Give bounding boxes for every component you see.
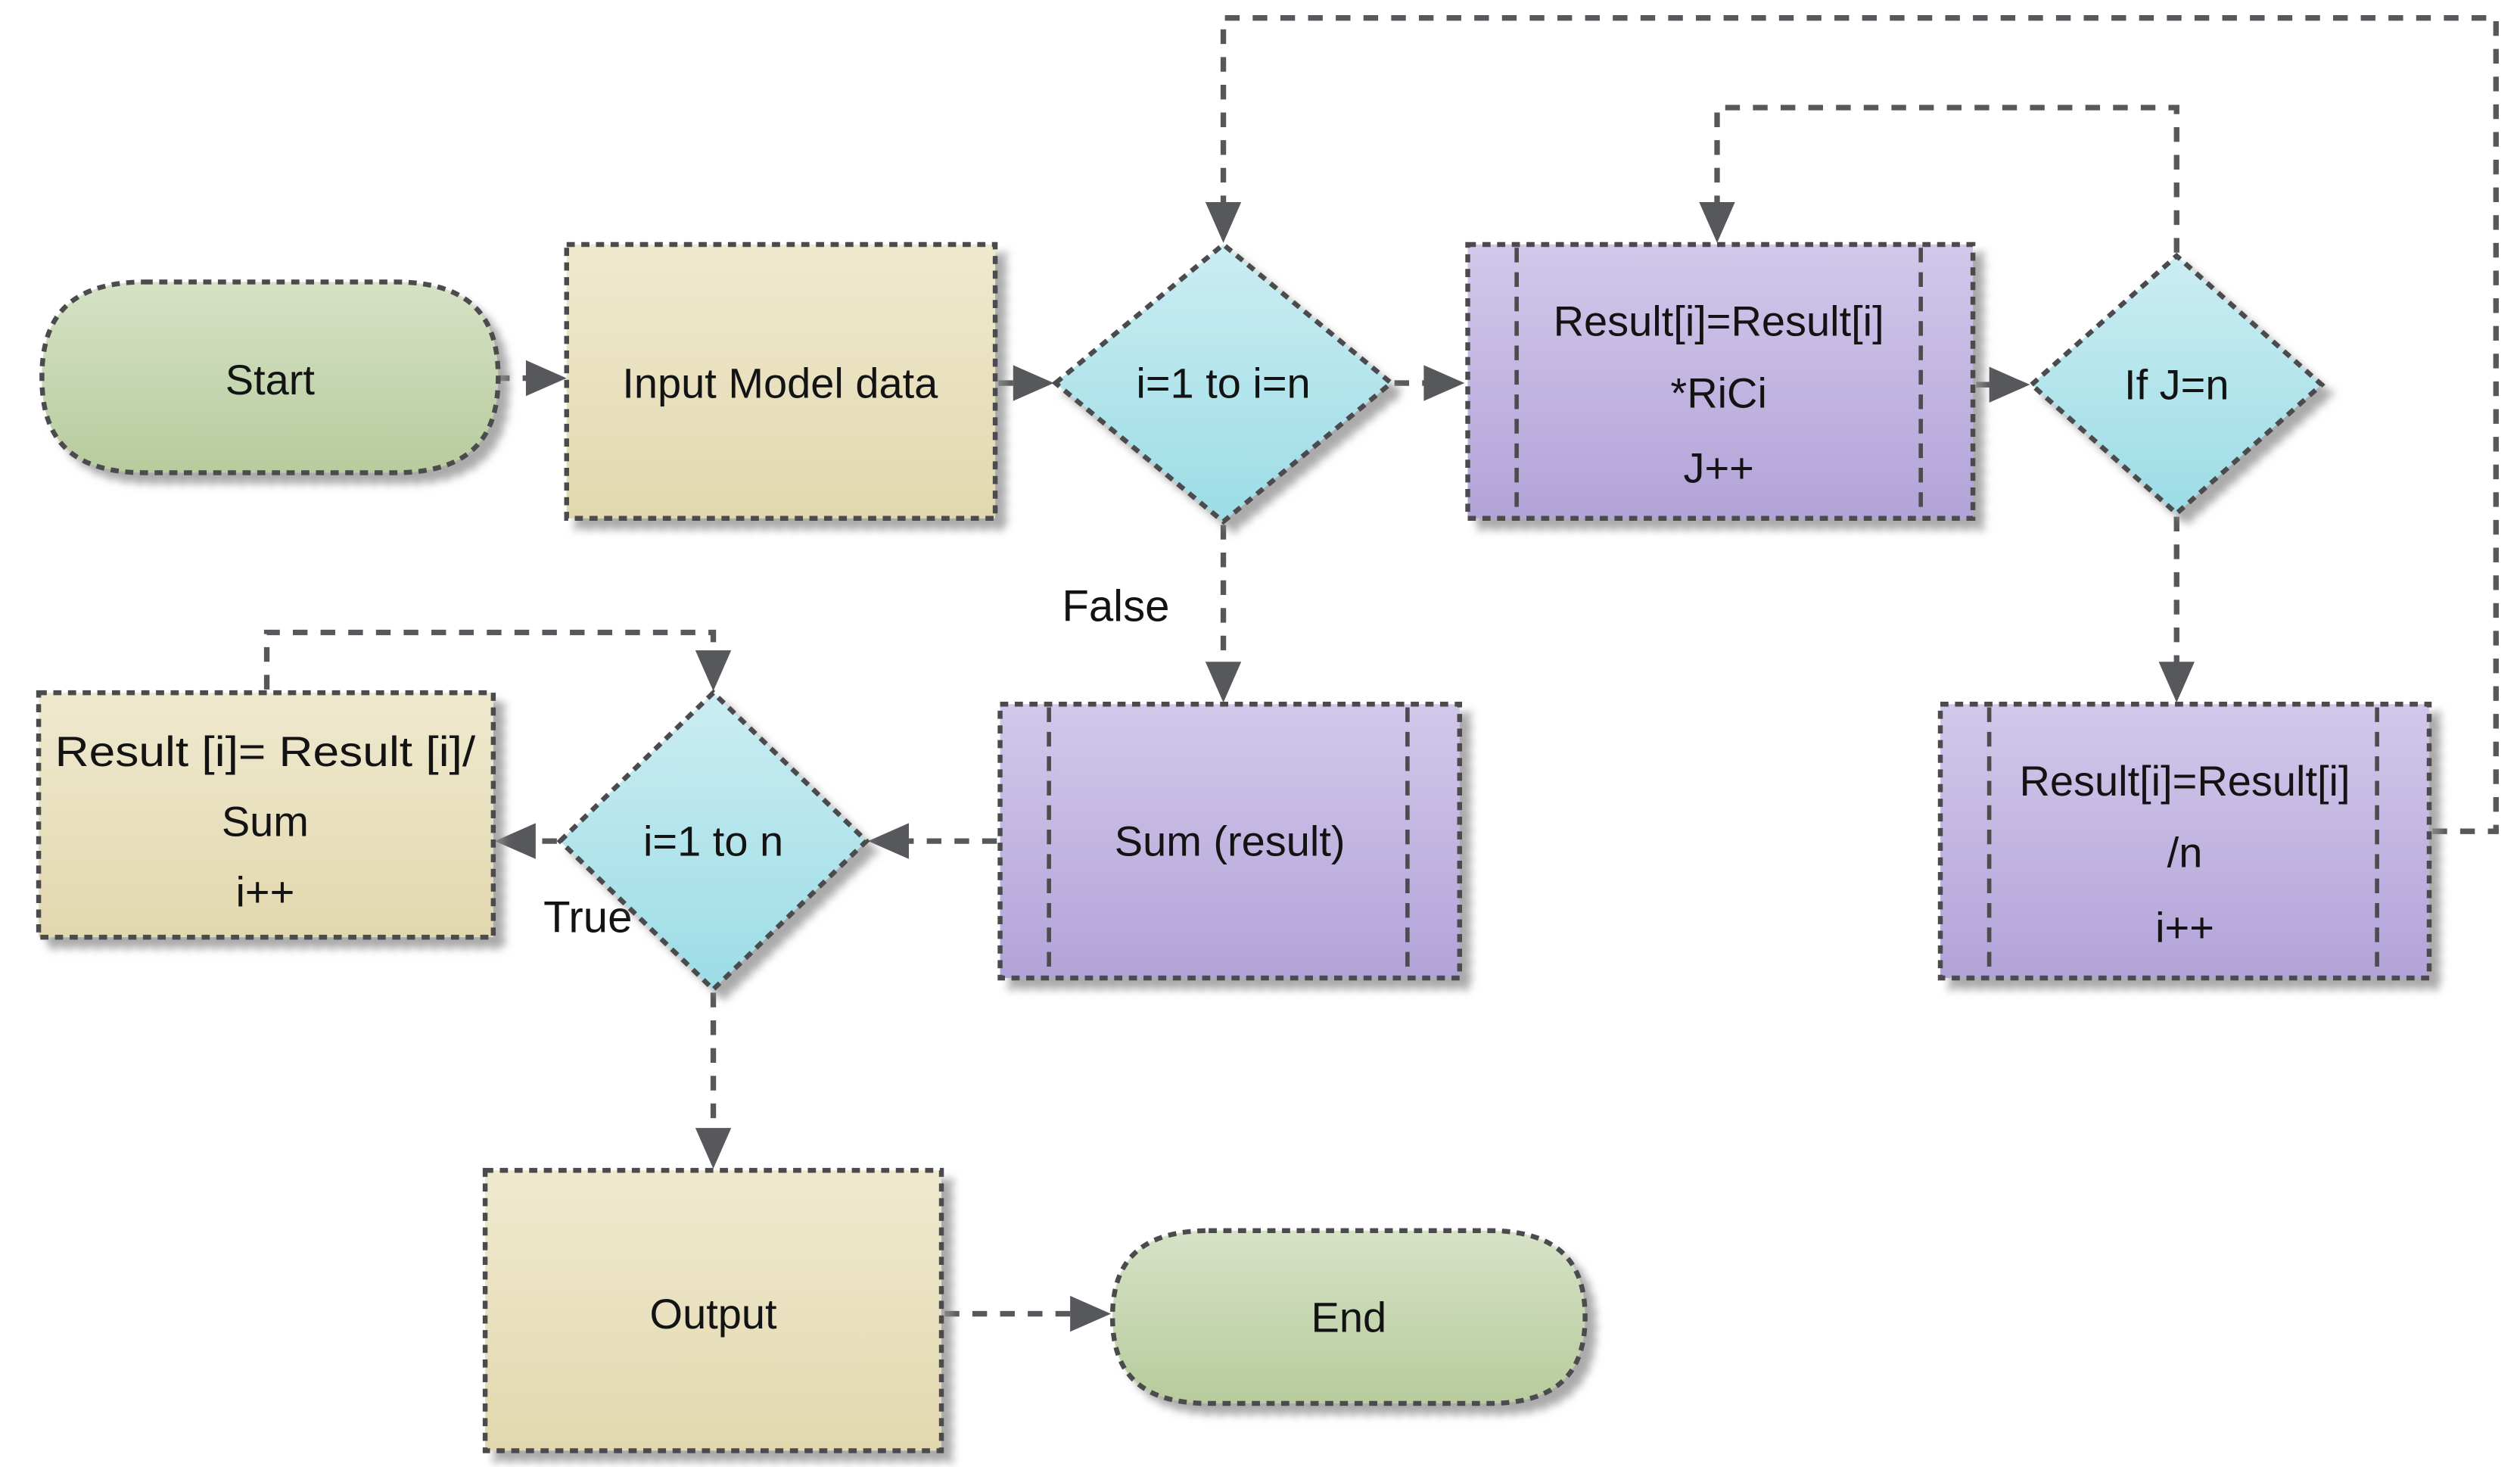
start-terminator-shape	[39, 279, 501, 475]
divide-by-n-line-2: /n	[2167, 829, 2203, 877]
input-box-shape	[564, 241, 998, 521]
divide-by-sum-process-box: Result [i]= Result [i]/ Sum i++	[36, 690, 496, 940]
i-loop2-decision: i=1 to n	[556, 689, 870, 993]
i-loop2-label: i=1 to n	[643, 818, 783, 865]
input-label: Input Model data	[622, 359, 938, 406]
multiply-line-2: *RiCi	[1670, 369, 1767, 416]
edge-checkj-loop-to-multiply	[1699, 104, 2179, 253]
output-box-shape	[482, 1167, 944, 1453]
false-branch-label: False	[1062, 581, 1169, 631]
sum-box-shape	[997, 702, 1463, 981]
output-process-box: Output	[482, 1167, 944, 1453]
divide-by-sum-line-2: Sum	[222, 798, 309, 846]
multiply-line-1: Result[i]=Result[i]	[1554, 297, 1884, 345]
output-label: Output	[650, 1290, 777, 1338]
start-terminator: Start	[39, 279, 501, 475]
divide-by-n-line-1: Result[i]=Result[i]	[2019, 757, 2350, 805]
divide-by-n-box-shape	[1937, 702, 2432, 981]
i-loop-label: i=1 to i=n	[1136, 359, 1310, 406]
divide-by-n-line-3: i++	[2155, 904, 2214, 952]
edge-dividen-loop-to-iloop	[1205, 15, 2499, 834]
divide-by-n-predefined-box: Result[i]=Result[i] /n i++	[1937, 702, 2432, 981]
i-loop2-diamond-shape	[556, 689, 870, 993]
input-process-box: Input Model data	[564, 241, 998, 521]
sum-label: Sum (result)	[1115, 818, 1346, 865]
divide-by-sum-line-3: i++	[235, 867, 294, 915]
i-loop-decision: i=1 to i=n	[1051, 241, 1395, 525]
multiply-predefined-box: Result[i]=Result[i] *RiCi J++	[1465, 241, 1976, 521]
end-label: End	[1311, 1293, 1387, 1341]
multiply-line-3: J++	[1683, 444, 1753, 491]
j-check-label: If J=n	[2124, 361, 2229, 409]
end-terminator: End	[1109, 1228, 1588, 1406]
true-branch-label: True	[543, 893, 632, 942]
end-terminator-shape	[1109, 1228, 1588, 1406]
j-check-diamond-shape	[2027, 252, 2326, 517]
divide-by-sum-box-shape	[36, 690, 496, 940]
divide-by-sum-line-1: Result [i]= Result [i]/	[55, 727, 476, 775]
sum-predefined-box: Sum (result)	[997, 702, 1463, 981]
start-label: Start	[226, 356, 316, 403]
edge-dividesum-loop-to-iloop2	[263, 629, 732, 692]
connectors	[263, 15, 2499, 1332]
j-check-decision: If J=n	[2027, 252, 2326, 517]
i-loop-diamond-shape	[1051, 241, 1395, 525]
multiply-box-shape	[1465, 241, 1976, 521]
